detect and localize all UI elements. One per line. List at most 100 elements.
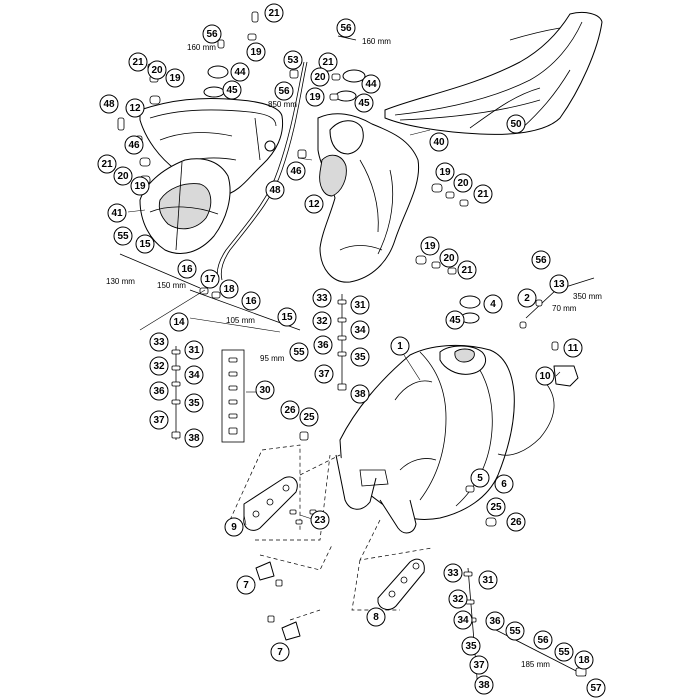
callout-circle — [241, 291, 261, 311]
callout-number: 30 — [259, 385, 271, 396]
callout-circle — [149, 410, 169, 430]
callout-c41: 41 — [107, 203, 127, 223]
dim-350mm: 350 mm — [573, 292, 602, 301]
callout-c44b: 44 — [361, 74, 381, 94]
callout-c38c: 38 — [474, 675, 494, 695]
callout-c5: 5 — [470, 468, 490, 488]
callout-number: 11 — [568, 343, 579, 354]
callout-number: 16 — [181, 264, 193, 275]
callout-circle — [310, 510, 330, 530]
callout-circle — [107, 203, 127, 223]
callout-circle — [420, 236, 440, 256]
callout-c10: 10 — [535, 366, 555, 386]
callout-circle — [255, 380, 275, 400]
callout-circle — [461, 636, 481, 656]
callout-c19a: 19 — [246, 42, 266, 62]
callout-circle — [506, 512, 526, 532]
callout-c36c: 36 — [485, 611, 505, 631]
callout-number: 25 — [490, 502, 502, 513]
callout-circle — [283, 50, 303, 70]
callout-number: 56 — [340, 23, 352, 34]
callout-circle — [310, 67, 330, 87]
callout-c19c: 19 — [305, 87, 325, 107]
rubber-mount-upper — [255, 561, 275, 581]
callout-c15b: 15 — [277, 307, 297, 327]
callout-c21d: 21 — [97, 154, 117, 174]
callout-number: 37 — [153, 415, 165, 426]
hardware-stack-middle — [337, 294, 347, 391]
callout-c18a: 18 — [219, 279, 239, 299]
callout-c53: 53 — [283, 50, 303, 70]
callout-number: 34 — [457, 615, 469, 626]
callout-number: 20 — [117, 171, 129, 182]
callout-c45a: 45 — [222, 80, 242, 100]
callout-circle — [457, 260, 477, 280]
callout-number: 55 — [509, 626, 521, 637]
callout-number: 56 — [278, 86, 290, 97]
callout-number: 32 — [316, 316, 328, 327]
callout-circle — [286, 161, 306, 181]
callout-circle — [445, 310, 465, 330]
callout-circle — [280, 400, 300, 420]
callout-c9: 9 — [224, 517, 244, 537]
callout-circle — [354, 93, 374, 113]
callout-circle — [113, 226, 133, 246]
callout-circle — [486, 497, 506, 517]
callout-circle — [222, 80, 242, 100]
callout-number: 41 — [111, 208, 123, 219]
callout-c32a: 32 — [149, 356, 169, 376]
callout-c36b: 36 — [313, 335, 333, 355]
callout-circle — [366, 607, 386, 627]
callout-number: 36 — [317, 340, 329, 351]
hardware-stack-left — [171, 346, 181, 440]
callout-number: 48 — [269, 185, 281, 196]
callout-number: 19 — [309, 92, 321, 103]
callout-number: 19 — [134, 181, 146, 192]
callout-circle — [184, 393, 204, 413]
callout-circle — [135, 234, 155, 254]
callout-number: 26 — [510, 517, 522, 528]
callout-circle — [97, 154, 117, 174]
callout-circle — [299, 407, 319, 427]
callout-circle — [350, 295, 370, 315]
callout-c12a: 12 — [125, 98, 145, 118]
callout-circle — [485, 611, 505, 631]
callout-number: 21 — [101, 159, 113, 170]
callout-c31a: 31 — [184, 340, 204, 360]
callout-c34b: 34 — [350, 320, 370, 340]
hardware-top-left — [147, 11, 259, 105]
right-tank-spoiler — [317, 113, 420, 283]
callout-circle — [149, 332, 169, 352]
callout-circle — [453, 610, 473, 630]
callout-c21c: 21 — [318, 52, 338, 72]
callout-circle — [435, 162, 455, 182]
dim-70mm: 70 mm — [552, 304, 577, 313]
callout-circle — [549, 274, 569, 294]
callout-c56e: 56 — [533, 630, 553, 650]
callout-c13: 13 — [549, 274, 569, 294]
callout-number: 26 — [284, 405, 296, 416]
callout-circle — [147, 60, 167, 80]
callout-number: 31 — [354, 300, 366, 311]
callout-c21e: 21 — [473, 184, 493, 204]
callout-circle — [184, 365, 204, 385]
callout-number: 46 — [128, 140, 140, 151]
callout-number: 20 — [457, 178, 469, 189]
callout-c30: 30 — [255, 380, 275, 400]
callout-number: 40 — [433, 137, 445, 148]
callout-c37c: 37 — [469, 655, 489, 675]
callout-number: 32 — [452, 594, 464, 605]
callout-c25a: 25 — [299, 407, 319, 427]
callout-c21b: 21 — [128, 52, 148, 72]
callout-number: 37 — [473, 660, 485, 671]
callout-c26a: 26 — [280, 400, 300, 420]
callout-number: 33 — [447, 568, 459, 579]
callout-circle — [469, 655, 489, 675]
callout-number: 25 — [303, 412, 315, 423]
callout-number: 45 — [449, 315, 461, 326]
callout-c34a: 34 — [184, 365, 204, 385]
callout-c19f: 19 — [420, 236, 440, 256]
breather-hose — [497, 381, 555, 456]
callout-circle — [390, 336, 410, 356]
